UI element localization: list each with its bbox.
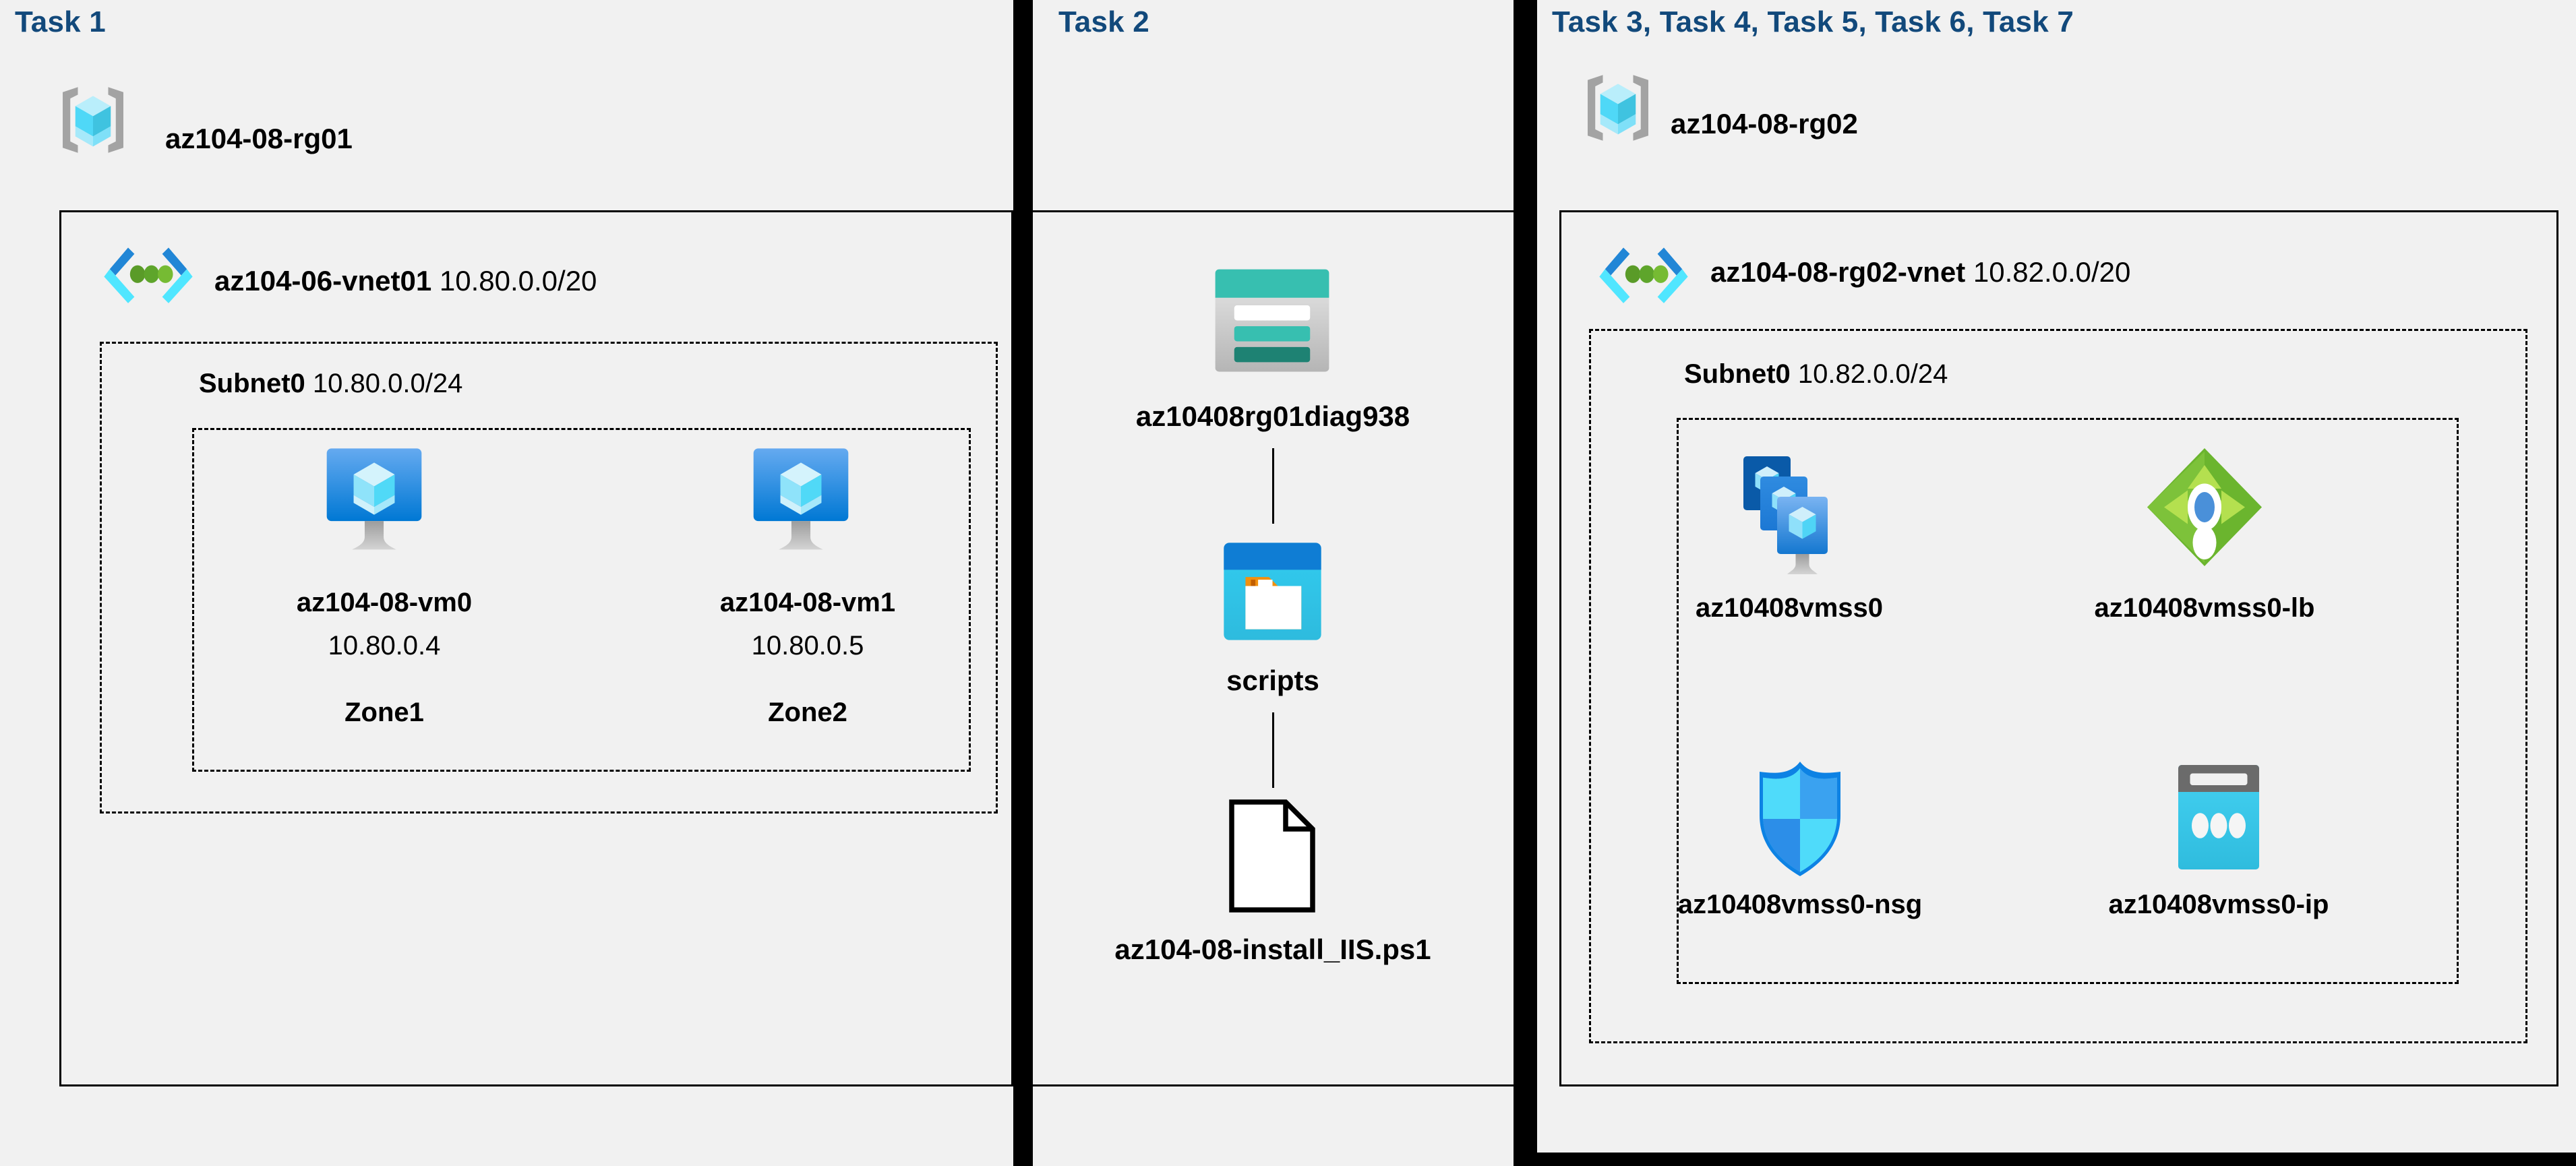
heading-task-2: Task 2: [1058, 5, 1149, 38]
panel-task3to7-bottom-rule: [1537, 1153, 2576, 1166]
storage-account-name-label: az10408rg01diag938: [1135, 400, 1410, 432]
vm-ip-label: 10.80.0.5: [751, 631, 864, 661]
vnet-label-task3to7: az104-08-rg02-vnet 10.82.0.0/20: [1710, 256, 2130, 288]
vnet-box-task3to7: [1559, 210, 2558, 1086]
resource-group-name: az104-08-rg01: [165, 123, 353, 154]
load-balancer-name-label: az10408vmss0-lb: [2094, 593, 2315, 623]
file-name-label: az104-08-install_IIS.ps1: [1114, 933, 1431, 965]
virtual-network-icon: [98, 241, 199, 322]
resource-group-label-task1: az104-08-rg01: [165, 123, 353, 155]
vnet-cidr: 10.80.0.0/20: [439, 265, 597, 297]
panel-task1-background: [0, 0, 1013, 1166]
virtual-network-icon: [1593, 241, 1694, 322]
vnet-name: az104-08-rg02-vnet: [1710, 256, 1973, 288]
network-security-group-icon: [1753, 758, 1847, 880]
heading-task-1: Task 1: [15, 5, 106, 38]
subnet-name: Subnet0: [199, 369, 313, 398]
resource-group-name: az104-08-rg02: [1671, 108, 1858, 140]
panel-task3to7-background: [1537, 0, 2576, 1166]
connector-storage-to-scripts: [1272, 448, 1274, 524]
vnet-name: az104-06-vnet01: [214, 265, 440, 297]
vm-zone-label: Zone2: [768, 698, 847, 727]
load-balancer-icon: [2144, 445, 2265, 570]
vm-ip-label: 10.80.0.4: [328, 631, 441, 661]
heading-task-3-to-7: Task 3, Task 4, Task 5, Task 6, Task 7: [1552, 5, 2074, 38]
blob-container-name-label: scripts: [1226, 665, 1319, 696]
panel-divider-left: [1013, 0, 1033, 1166]
connector-scripts-to-file: [1272, 712, 1274, 788]
vnet-label-task1: az104-06-vnet01 10.80.0.0/20: [214, 265, 597, 297]
resource-group-label-task3to7: az104-08-rg02: [1671, 108, 1858, 140]
subnet-label-task1: Subnet0 10.80.0.0/24: [199, 369, 462, 399]
virtual-machine-icon: [324, 445, 425, 559]
storage-account-icon: [1211, 265, 1333, 376]
vnet-box-task1: [59, 210, 1013, 1086]
subnet-box-task1: [100, 342, 998, 814]
zone-box-task1: [192, 428, 971, 772]
subnet-label-task3to7: Subnet0 10.82.0.0/24: [1684, 359, 1948, 390]
vnet-cidr: 10.82.0.0/20: [1973, 256, 2131, 288]
blob-container-icon: [1220, 539, 1325, 644]
subnet-cidr: 10.80.0.0/24: [312, 369, 463, 398]
resources-box-task3to7: [1677, 418, 2459, 984]
public-ip-address-icon: [2171, 762, 2266, 873]
file-icon: [1228, 799, 1316, 913]
subnet-box-task3to7: [1589, 329, 2527, 1043]
subnet-cidr: 10.82.0.0/24: [1797, 359, 1948, 389]
vm-name-label: az104-08-vm1: [719, 588, 896, 617]
subnet-name: Subnet0: [1684, 359, 1798, 389]
nsg-name-label: az10408vmss0-nsg: [1677, 890, 1923, 919]
virtual-machine-icon: [750, 445, 851, 559]
vm-name-label: az104-08-vm0: [296, 588, 473, 617]
public-ip-name-label: az10408vmss0-ip: [2108, 890, 2329, 919]
task2-content-box: [1033, 210, 1514, 1086]
vm-scale-set-name-label: az10408vmss0: [1695, 593, 1884, 623]
vm-zone-label: Zone1: [345, 698, 424, 727]
resource-group-icon: [1578, 67, 1658, 148]
resource-group-icon: [53, 80, 133, 160]
vm-scale-set-icon: [1737, 453, 1865, 578]
panel-divider-right: [1514, 0, 1537, 1166]
